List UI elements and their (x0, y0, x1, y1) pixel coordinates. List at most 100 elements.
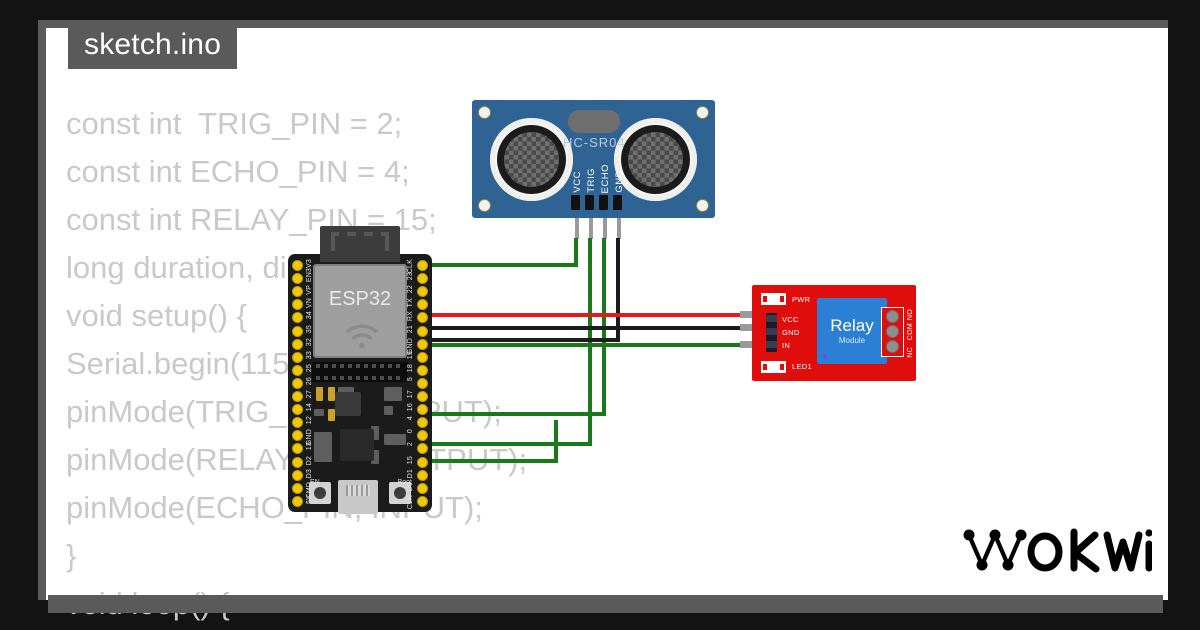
smd-component (314, 432, 332, 462)
esp32-pin-left-vn[interactable] (292, 299, 303, 311)
mounting-hole (696, 199, 709, 212)
esp32-pin-right-d0[interactable] (417, 482, 428, 494)
esp32-pin-left-d3[interactable] (292, 469, 303, 481)
esp32-pin-right-16[interactable] (417, 404, 428, 416)
esp32-pin-left-26[interactable] (292, 377, 303, 389)
en-button[interactable] (309, 482, 331, 504)
esp32-pin-right-19[interactable] (417, 351, 428, 363)
wire-sensor-trig-vertical (588, 238, 592, 446)
esp32-pin-label-right: RX (407, 311, 414, 322)
boot-button[interactable] (389, 482, 411, 504)
esp32-pin-right-15[interactable] (417, 456, 428, 468)
editor-footer-bar (48, 595, 1163, 613)
esp32-pin-right-2[interactable] (417, 443, 428, 455)
resistor (314, 409, 324, 416)
pin-header-vcc[interactable] (571, 195, 580, 210)
esp32-pin-left-35[interactable] (292, 325, 303, 337)
esp32-pin-label-right: 5 (407, 376, 414, 381)
esp32-pin-left-d2[interactable] (292, 456, 303, 468)
wire-relay-vcc (430, 313, 760, 317)
relay-pin-in[interactable] (766, 341, 777, 348)
esp32-pin-right-5[interactable] (417, 377, 428, 389)
esp32-pin-label-right: 17 (407, 390, 414, 399)
esp32-wroom-module: ESP32 (313, 264, 407, 358)
terminal-label-nc: NC (907, 347, 914, 358)
smd-component (384, 387, 402, 401)
esp32-pin-label-left: 35 (306, 324, 313, 333)
esp32-pin-label-right: 22 (407, 285, 414, 294)
editor-file-tab[interactable]: sketch.ino (68, 21, 238, 69)
esp32-pin-label-left: 32 (306, 337, 313, 346)
terminal-screw-nc[interactable] (886, 340, 899, 353)
esp32-pin-left-33[interactable] (292, 351, 303, 363)
capacitor (328, 387, 335, 401)
wire-sensor-vcc-horizontal (430, 263, 578, 267)
esp32-pin-right-rx[interactable] (417, 312, 428, 324)
esp32-pin-right-4[interactable] (417, 417, 428, 429)
relay-pin-vcc[interactable] (766, 315, 777, 322)
esp32-pin-right-tx[interactable] (417, 299, 428, 311)
esp32-pin-left-12[interactable] (292, 417, 303, 429)
esp32-pin-left-25[interactable] (292, 364, 303, 376)
esp32-pin-right-22[interactable] (417, 286, 428, 298)
pin-header-trig[interactable] (585, 195, 594, 210)
esp32-pin-left-14[interactable] (292, 404, 303, 416)
wire-relay-in (430, 343, 760, 347)
esp32-pin-left-27[interactable] (292, 391, 303, 402)
smd-component (371, 426, 379, 440)
esp32-pin-right-clk[interactable] (417, 495, 428, 507)
terminal-screw-no[interactable] (886, 310, 899, 323)
esp32-pin-label-right: D1 (407, 468, 414, 478)
mounting-hole (478, 199, 491, 212)
usb-uart-chip (340, 429, 374, 461)
relay-screw-terminal[interactable] (881, 307, 904, 357)
wire-esp32-gpio15-vertical (554, 420, 558, 462)
esp32-pin-left-5v[interactable] (292, 495, 303, 507)
wire-sensor-echo-horizontal (430, 412, 604, 416)
esp32-pin-right-gnd[interactable] (417, 338, 428, 350)
esp32-pin-left-34[interactable] (292, 312, 303, 324)
esp32-pin-right-18[interactable] (417, 364, 428, 376)
esp32-pin-left-cmd[interactable] (292, 482, 303, 494)
esp32-pin-label-right: 18 (407, 363, 414, 372)
esp32-pin-label-left: VP (306, 285, 313, 295)
esp32-pin-right-23[interactable] (417, 273, 428, 285)
esp32-pin-left-32[interactable] (292, 338, 303, 350)
esp32-pin-label-left: 27 (306, 390, 313, 399)
esp32-pin-left-3v3[interactable] (292, 260, 303, 271)
ultrasonic-transmitter (490, 118, 573, 201)
esp32-pin-right-21[interactable] (417, 325, 428, 337)
esp32-pin-label-left: 5V (306, 494, 313, 504)
esp32-pin-label-right: TX (407, 298, 414, 308)
relay-switch-body: Relay Module (817, 298, 887, 364)
pin-header-echo[interactable] (599, 195, 608, 210)
esp32-pin-right-17[interactable] (417, 391, 428, 402)
esp32-pin-label-left: D2 (306, 455, 313, 465)
hc-sr04-ultrasonic-sensor[interactable]: HC-SR04 VCC TRIG ECHO GND (472, 100, 715, 218)
esp32-devkit-board[interactable]: ESP32 (288, 226, 432, 514)
relay-subtitle: Module (838, 336, 866, 345)
terminal-label-no: NO (907, 309, 914, 321)
sensor-lead-vcc (575, 215, 579, 239)
capacitor (328, 409, 335, 421)
esp32-pin-right-clk[interactable] (417, 260, 428, 271)
esp32-pin-right-d1[interactable] (417, 469, 428, 481)
esp32-pin-left-vp[interactable] (292, 286, 303, 298)
smd-component (384, 434, 406, 445)
esp32-pin-label-right: 2 (407, 442, 414, 447)
esp32-pin-left-gnd[interactable] (292, 430, 303, 442)
resistor (338, 387, 354, 394)
micro-usb-connector[interactable] (338, 480, 378, 514)
esp32-pin-label-left: 12 (306, 416, 313, 425)
wire-sensor-gnd-horizontal (430, 338, 620, 342)
relay-pin-gnd[interactable] (766, 328, 777, 335)
esp32-pin-right-0[interactable] (417, 430, 428, 442)
esp32-pin-left-en[interactable] (292, 273, 303, 285)
esp32-pin-left-13[interactable] (292, 443, 303, 455)
pin-header-gnd[interactable] (613, 195, 622, 210)
terminal-screw-com[interactable] (886, 325, 899, 338)
relay-module[interactable]: PWR VCC GND IN LED1 Relay Module NO COM (752, 285, 916, 381)
terminal-label-com: COM (907, 323, 914, 341)
esp32-pin-label-left: 3V3 (306, 259, 313, 273)
